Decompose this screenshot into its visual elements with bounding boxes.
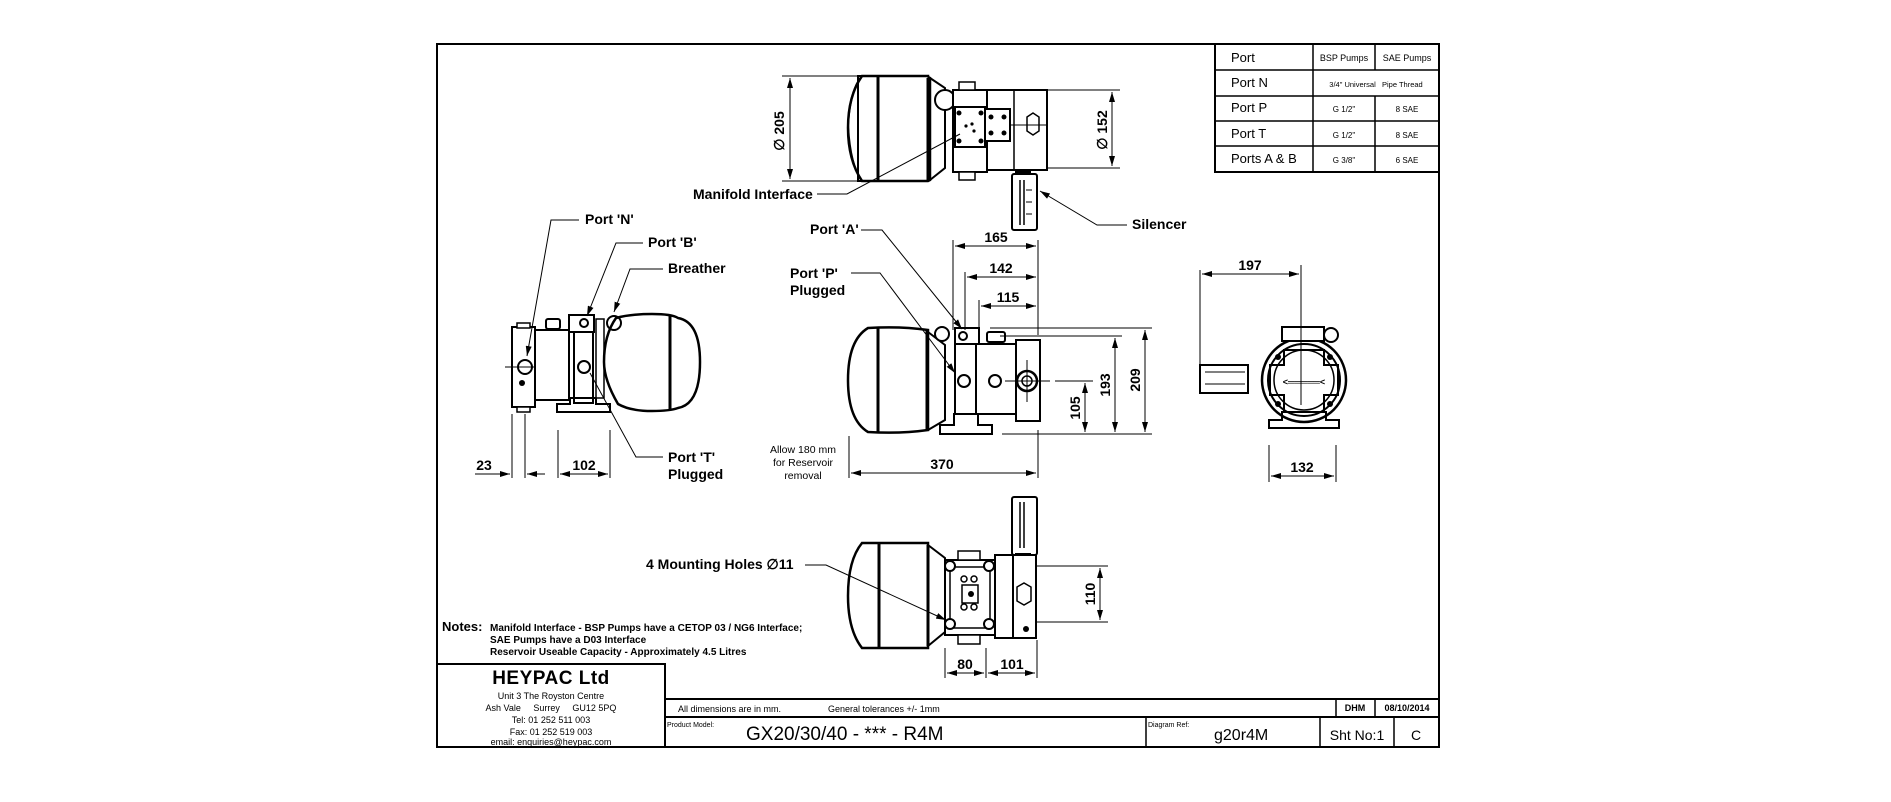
product-model-label: Product Model:: [667, 722, 714, 729]
dim-209: 209: [1127, 368, 1143, 392]
table-row-port-t: Port T: [1231, 126, 1266, 141]
diagram-ref-label: Diagram Ref:: [1148, 722, 1189, 729]
label-port-n: Port 'N': [585, 211, 634, 227]
notes-line-2: SAE Pumps have a D03 Interface: [490, 635, 647, 646]
dim-102: 102: [572, 457, 596, 473]
table-row-port-n: Port N: [1231, 75, 1268, 90]
table-row-port-t-sae: 8 SAE: [1396, 131, 1419, 140]
dim-193: 193: [1097, 373, 1113, 397]
label-silencer: Silencer: [1132, 216, 1187, 232]
dim-101: 101: [1000, 656, 1024, 672]
product-model: GX20/30/40 - *** - R4M: [746, 724, 943, 745]
port-table: Port BSP Pumps SAE Pumps Port N 3/4" Uni…: [1214, 43, 1440, 173]
label-port-a: Port 'A': [810, 221, 859, 237]
label-mounting-holes: 4 Mounting Holes ∅11: [646, 556, 794, 572]
drawing-border: [436, 43, 1440, 748]
dim-80: 80: [957, 656, 973, 672]
sheet-number: Sht No:1: [1330, 727, 1385, 743]
general-tolerance-note: General tolerances +/- 1mm: [828, 704, 940, 714]
label-port-p: Port 'P': [790, 265, 838, 281]
dim-197: 197: [1238, 257, 1262, 273]
drawing-date: 08/10/2014: [1384, 703, 1429, 713]
dim-370: 370: [930, 456, 954, 472]
label-manifold-interface: Manifold Interface: [693, 186, 813, 202]
table-row-ports-ab: Ports A & B: [1231, 151, 1297, 166]
table-header-port: Port: [1231, 50, 1255, 65]
note-reservoir-removal-2: for Reservoir: [773, 457, 834, 469]
table-row-ports-ab-sae: 6 SAE: [1396, 156, 1419, 165]
table-row-port-p-bsp: G 1/2": [1333, 105, 1356, 114]
company-address-1: Unit 3 The Royston Centre: [498, 691, 604, 701]
table-row-port-p-sae: 8 SAE: [1396, 105, 1419, 114]
table-row-port-p: Port P: [1231, 100, 1267, 115]
label-port-t: Port 'T': [668, 449, 715, 465]
dim-132: 132: [1290, 459, 1314, 475]
end-view: <═════< 197 132: [1199, 257, 1348, 482]
note-reservoir-removal-3: removal: [784, 470, 821, 482]
notes-line-1: Manifold Interface - BSP Pumps have a CE…: [490, 623, 802, 634]
dim-115: 115: [997, 289, 1020, 305]
diagram-ref: g20r4M: [1214, 727, 1268, 744]
title-block: HEYPAC Ltd Unit 3 The Royston Centre Ash…: [436, 663, 1439, 748]
notes-title: Notes:: [442, 619, 482, 634]
table-row-port-t-bsp: G 1/2": [1333, 131, 1356, 140]
drawn-by: DHM: [1345, 703, 1366, 713]
label-port-t-plugged: Plugged: [668, 466, 723, 482]
front-view: 165 142 115 105 193 209 370 Allow 180 mm…: [770, 221, 1152, 482]
dim-motor-diameter: ∅ 152: [1094, 110, 1110, 150]
revision: C: [1411, 727, 1421, 743]
note-reservoir-removal-1: Allow 180 mm: [770, 444, 836, 456]
top-view: ∅ 205 ∅ 152 Manifold Interface Silencer: [693, 74, 1187, 232]
company-name: HEYPAC Ltd: [492, 668, 610, 689]
dim-110: 110: [1082, 582, 1098, 605]
table-row-ports-ab-bsp: G 3/8": [1333, 156, 1356, 165]
notes-line-3: Reservoir Useable Capacity - Approximate…: [490, 647, 747, 658]
dim-23: 23: [476, 457, 492, 473]
company-email: email: enquiries@heypac.com: [491, 737, 612, 747]
notes: Notes: Manifold Interface - BSP Pumps ha…: [442, 619, 802, 658]
dim-165: 165: [984, 229, 1008, 245]
label-port-b: Port 'B': [648, 234, 697, 250]
label-port-p-plugged: Plugged: [790, 282, 845, 298]
left-view: 23 102 Port 'N' Port 'B' Breather Port '…: [475, 211, 726, 482]
svg-text:<═════<: <═════<: [1283, 377, 1325, 387]
general-dimensions-note: All dimensions are in mm.: [678, 704, 781, 714]
bottom-view: 110 80 101 4 Mounting Holes ∅11: [646, 496, 1108, 678]
label-breather: Breather: [668, 260, 726, 276]
table-row-port-n-value: 3/4" Universal Pipe Thread: [1329, 80, 1422, 89]
table-header-sae: SAE Pumps: [1383, 53, 1432, 63]
dim-105: 105: [1067, 396, 1083, 420]
dim-142: 142: [989, 260, 1013, 276]
company-tel: Tel: 01 252 511 003: [512, 715, 590, 725]
company-fax: Fax: 01 252 519 003: [510, 727, 593, 737]
company-address-2: Ash Vale Surrey GU12 5PQ: [486, 703, 617, 713]
dim-reservoir-diameter: ∅ 205: [771, 111, 787, 151]
table-header-bsp: BSP Pumps: [1320, 53, 1369, 63]
